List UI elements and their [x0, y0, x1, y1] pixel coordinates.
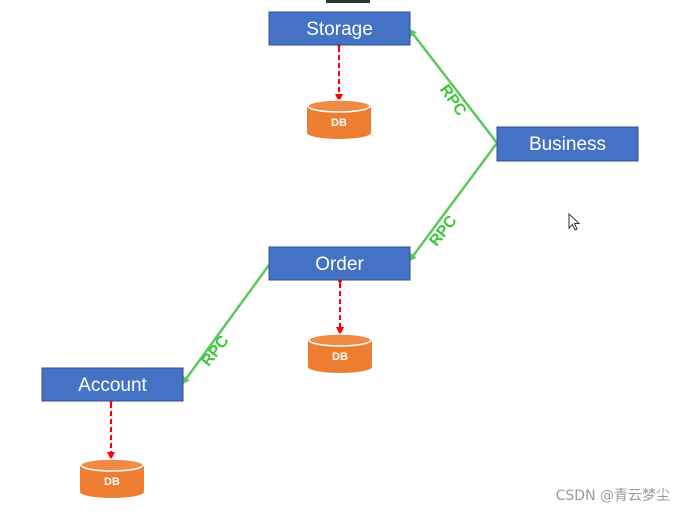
watermark: CSDN @青云梦尘	[555, 488, 670, 504]
service-business-label: Business	[529, 134, 606, 155]
service-order-label: Order	[315, 254, 364, 275]
database-storage: DB	[307, 99, 371, 139]
service-storage-label: Storage	[306, 19, 373, 40]
service-business: Business	[496, 126, 639, 162]
service-storage: Storage	[268, 11, 411, 46]
database-account-label: DB	[104, 476, 120, 488]
service-account-label: Account	[78, 375, 147, 396]
top-edge-element	[326, 0, 370, 3]
service-account: Account	[41, 367, 184, 402]
database-account: DB	[80, 458, 144, 498]
database-order: DB	[308, 333, 372, 373]
rpc-label-account: RPC	[198, 332, 232, 369]
rpc-link-business-order	[408, 142, 499, 262]
rpc-link-business-storage	[408, 28, 498, 144]
service-order: Order	[268, 246, 411, 281]
rpc-link-order-account	[181, 264, 271, 385]
mouse-pointer-icon	[568, 212, 581, 231]
database-storage-label: DB	[331, 117, 347, 129]
database-order-label: DB	[332, 351, 348, 363]
